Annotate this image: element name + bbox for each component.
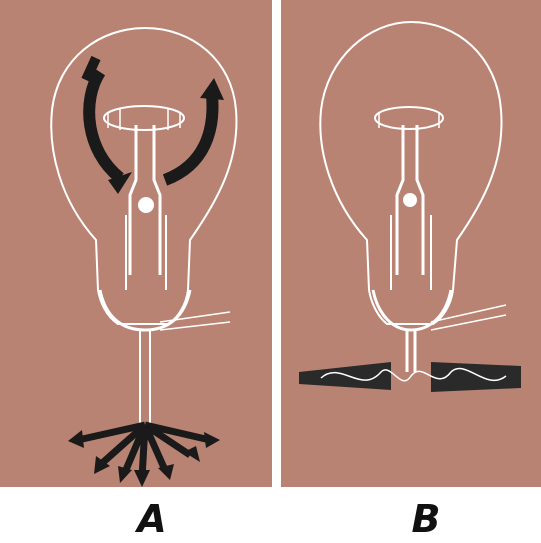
diagram-panel-a bbox=[0, 0, 272, 487]
stem-bulge bbox=[138, 197, 154, 213]
panel-label-b: B bbox=[396, 497, 456, 541]
bulb-sealed-diagram bbox=[281, 0, 541, 487]
panel-label-a: A bbox=[122, 497, 182, 541]
bulb-convection-diagram bbox=[0, 0, 272, 487]
panel-a-background bbox=[0, 0, 272, 487]
diagram-panel-b bbox=[281, 0, 541, 487]
stem-bulge bbox=[403, 193, 417, 207]
panel-b-background bbox=[281, 0, 541, 487]
